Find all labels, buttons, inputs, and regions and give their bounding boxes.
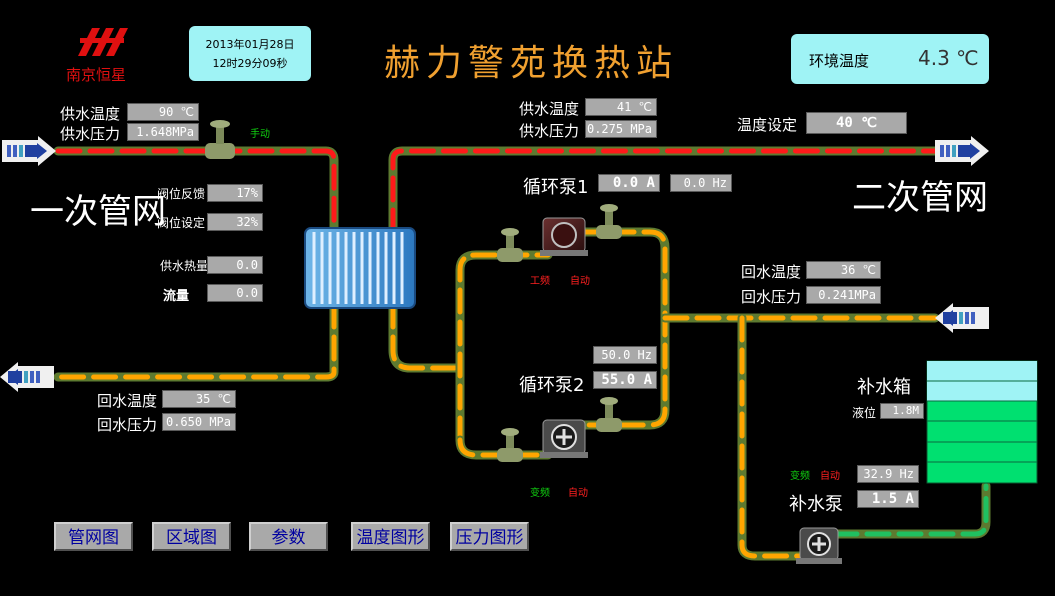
heat-exchanger [304,227,416,309]
valve-feedback-value: 17% [207,184,263,202]
pump1-outlet-valve[interactable] [596,204,622,239]
datetime-panel: 2013年01月28日 12时29分09秒 [189,26,311,81]
makeup-tank-label: 补水箱 [857,377,911,398]
primary-return-outlet-arrow-icon [0,362,54,392]
primary-supply-temp-value: 90 ℃ [127,103,199,121]
primary-supply-pressure-value: 1.648MPa [127,123,199,141]
pump2-label: 循环泵2 [519,375,585,396]
primary-return-temp-value: 35 ℃ [162,390,236,408]
pump1-label: 循环泵1 [523,177,589,198]
nav-area-diagram-button[interactable]: 区域图 [152,522,231,551]
temp-setting-value[interactable]: 40 ℃ [806,112,907,134]
nav-temperature-chart-button[interactable]: 温度图形 [351,522,430,551]
primary-return-pressure-value: 0.650 MPa [162,413,236,431]
primary-return-temp-label: 回水温度 [97,392,158,410]
valve-setting-label: 阀位设定 [157,216,206,230]
pump1-frequency-value: 0.0 Hz [670,174,732,192]
circulation-pump-2[interactable] [540,419,588,458]
secondary-network-label: 二次管网 [852,178,988,218]
makeup-pump[interactable] [796,527,842,564]
heat-label: 供水热量 [160,259,209,273]
secondary-supply-outlet-arrow-icon [935,136,989,166]
valve-setting-value[interactable]: 32% [207,213,263,231]
secondary-supply-temp-value: 41 ℃ [585,98,657,116]
makeup-pump-current-value: 1.5 A [857,490,919,508]
makeup-pump-mode-left: 变频 [790,471,810,482]
secondary-return-pipe [388,227,940,460]
valve-feedback-label: 阀位反馈 [157,187,206,201]
secondary-return-temp-label: 回水温度 [741,263,802,281]
pump2-current-value: 55.0 A [593,371,657,389]
company-name: 南京恒星 [66,66,127,84]
pump1-mode-right: 自动 [570,276,590,287]
primary-return-pressure-label: 回水压力 [97,416,158,434]
primary-return-pipe [53,300,339,382]
primary-supply-pipe [53,146,339,237]
pump1-current-value: 0.0 A [598,174,660,192]
flow-value: 0.0 [207,284,263,302]
secondary-supply-pipe [388,146,940,237]
pump2-frequency-value: 50.0 Hz [593,346,657,364]
secondary-supply-pressure-value: 0.275 MPa [585,120,657,138]
ambient-temperature-panel: 环境温度 4.3 ℃ [791,34,989,84]
page-title: 赫力警苑换热站 [384,43,679,84]
pump2-mode-left: 变频 [530,488,550,499]
makeup-water-tank [926,360,1038,484]
primary-supply-inlet-arrow-icon [2,136,56,166]
heat-value: 0.0 [207,256,263,274]
flow-label: 流量 [163,289,190,304]
pump2-mode-right: 自动 [568,488,588,499]
circulation-pump-1[interactable] [540,217,588,256]
secondary-return-inlet-arrow-icon [935,303,989,333]
pump1-mode-left: 工频 [530,276,550,287]
primary-supply-pressure-label: 供水压力 [60,125,121,143]
makeup-pump-mode-right: 自动 [820,471,840,482]
secondary-return-pressure-value: 0.241MPa [806,286,881,304]
tank-level-value: 1.8M [880,403,924,419]
ambient-temperature-label: 环境温度 [809,52,870,70]
primary-network-label: 一次管网 [30,192,166,232]
nav-pressure-chart-button[interactable]: 压力图形 [450,522,529,551]
makeup-pump-label: 补水泵 [789,494,843,515]
time-display: 12时29分09秒 [212,56,288,70]
makeup-pump-frequency-value: 32.9 Hz [857,465,919,483]
valve-mode-status: 手动 [250,129,270,140]
nav-network-diagram-button[interactable]: 管网图 [54,522,133,551]
pump2-inlet-valve[interactable] [497,428,523,462]
pump2-outlet-valve[interactable] [596,397,622,432]
primary-control-valve[interactable] [205,120,235,159]
ambient-temperature-value: 4.3 ℃ [918,46,979,70]
secondary-return-pressure-label: 回水压力 [741,288,802,306]
secondary-return-temp-value: 36 ℃ [806,261,881,279]
nav-parameters-button[interactable]: 参数 [249,522,328,551]
company-logo-icon [78,28,128,56]
temp-setting-label: 温度设定 [737,116,798,134]
pump1-inlet-valve[interactable] [497,228,523,262]
secondary-supply-temp-label: 供水温度 [519,100,580,118]
secondary-supply-pressure-label: 供水压力 [519,122,580,140]
makeup-pipe [737,313,991,561]
primary-supply-temp-label: 供水温度 [60,105,121,123]
date-display: 2013年01月28日 [205,37,295,51]
tank-level-label: 液位 [852,406,877,420]
